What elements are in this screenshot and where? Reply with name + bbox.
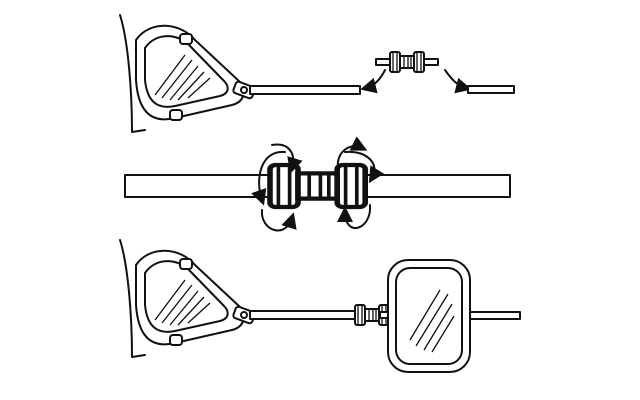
mirror-head-icon [387,259,471,373]
rotate-arrow-icon [251,150,286,206]
rod-icon [249,85,361,95]
mirror-assembly-icon [119,14,257,133]
threaded-connector-icon [270,165,365,207]
rotate-arrow-icon [336,136,368,169]
arrow-icon [444,69,472,94]
step-rotate-connector [124,136,511,232]
step-attach-mirror [119,239,521,373]
step-remove-connector [119,14,515,133]
rotate-arrow-icon [337,204,372,229]
rotate-arrow-icon [344,150,385,184]
connector-icon [375,51,439,73]
arrow-icon [360,69,386,94]
rod-end-icon [467,85,515,94]
mirror-assembly-icon [119,239,257,358]
rod-icon [249,310,359,320]
rotate-arrow-icon [260,209,297,232]
rotate-arrow-icon [271,143,303,174]
